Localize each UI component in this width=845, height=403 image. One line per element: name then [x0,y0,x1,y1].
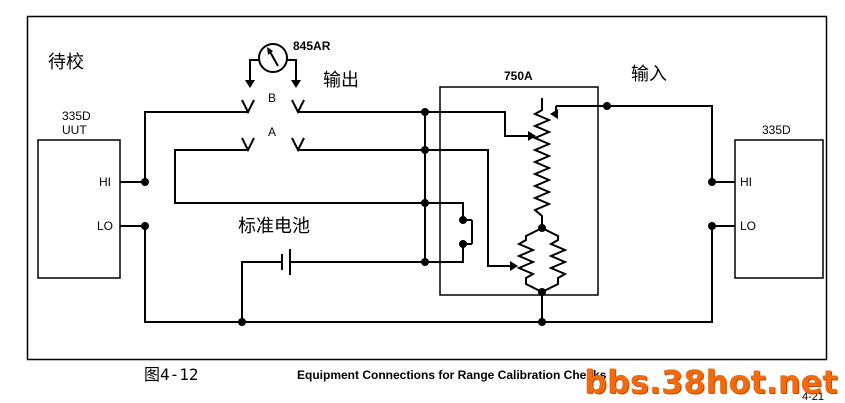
outer-frame [26,15,828,361]
figure-caption: Equipment Connections for Range Calibrat… [297,368,607,382]
meter-model-label: 845AR [293,39,331,53]
ref-lo-label: LO [740,219,757,233]
watermark-text: bbs.38hot.net [584,363,838,401]
uut-model-label: 335D [62,109,91,123]
node-a-label: A [268,125,277,139]
divider-750a-box [439,86,599,296]
standard-cell-chinese-label: 标准电池 [238,216,310,237]
output-chinese-label: 输出 [323,70,359,91]
uut-lo-label: LO [97,219,114,233]
galvanometer-845ar [245,43,301,88]
page-number: 4-21 [802,391,825,403]
input-chinese-label: 输入 [631,64,667,85]
wires [120,59,735,323]
ref-model-label: 335D [762,123,791,137]
figure-number: 图4-12 [144,365,199,384]
terminals [241,99,305,153]
uut-chinese-label: 待校 [48,52,84,73]
divider-resistors [516,98,568,293]
junction-dots [141,102,716,326]
reference-335d-box [734,139,824,279]
uut-hi-label: HI [99,175,111,189]
wiper-arrows [510,109,558,271]
uut-box [37,139,121,279]
uut-sub-label: UUT [62,123,87,137]
node-b-label: B [268,91,277,105]
ref-hi-label: HI [740,175,752,189]
divider-model-label: 750A [504,69,533,83]
